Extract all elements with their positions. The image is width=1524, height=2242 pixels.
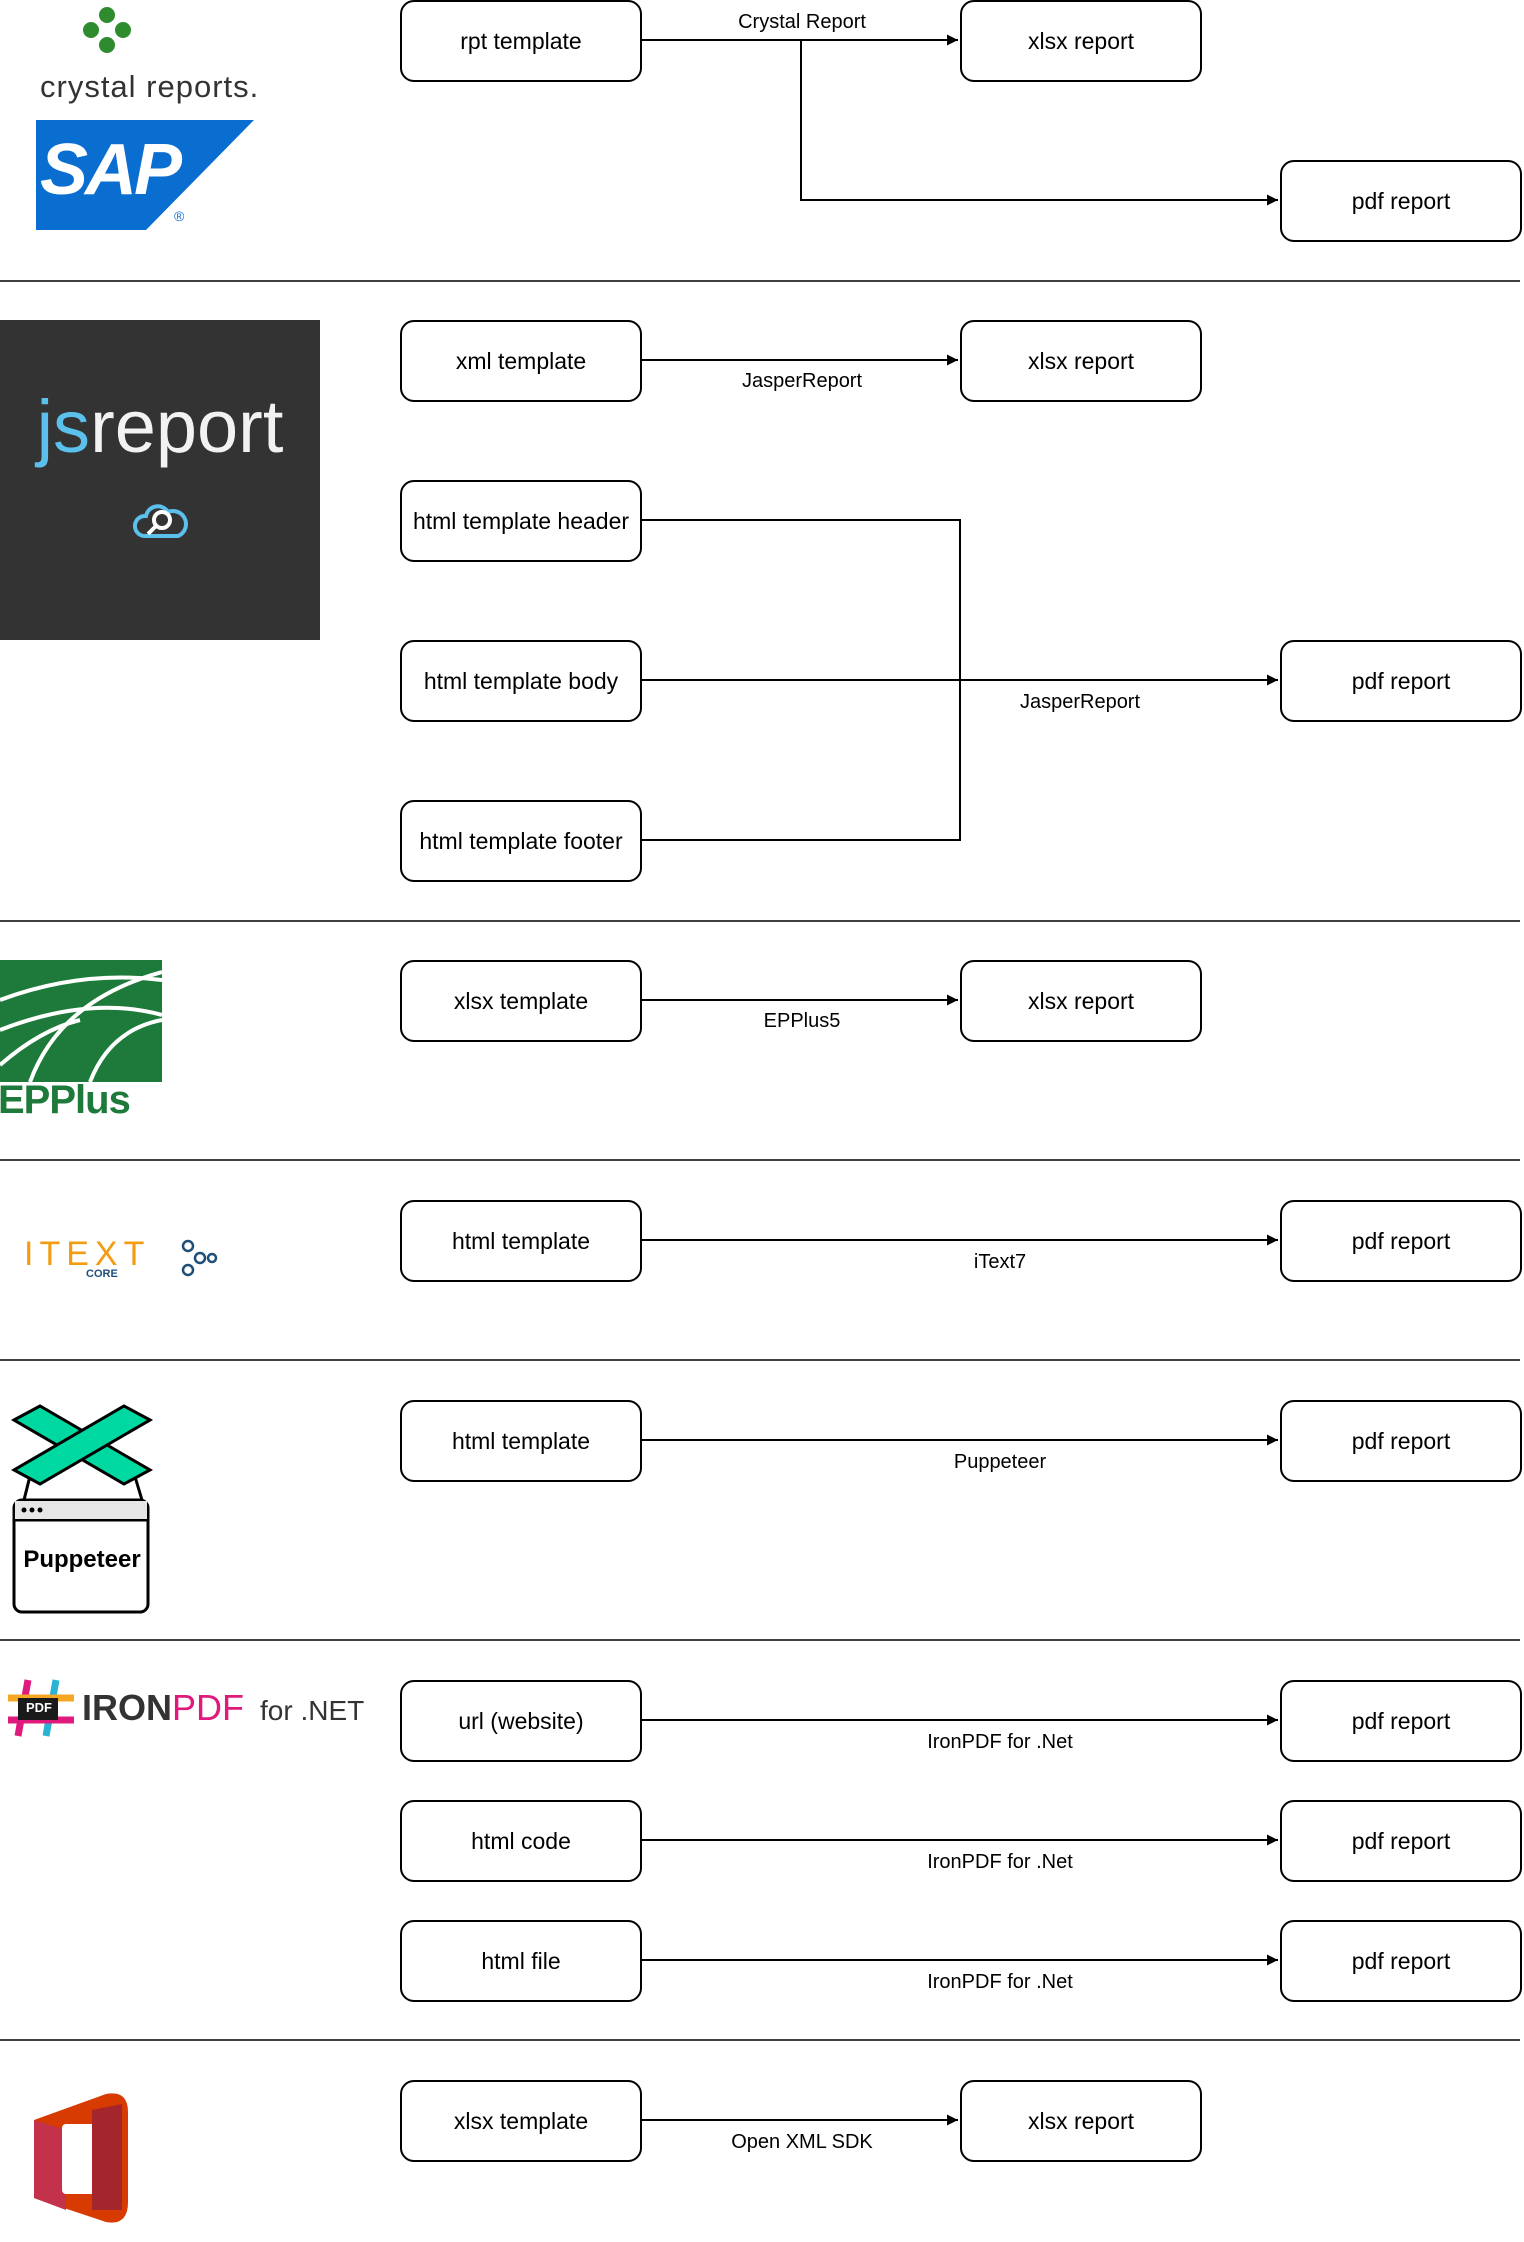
- office-icon: [34, 2093, 128, 2223]
- edge-label-crystal: Crystal Report: [736, 10, 868, 34]
- box-xlsx-report: xlsx report: [960, 320, 1202, 402]
- epplus-logo: EPPlus: [0, 960, 163, 1124]
- crystal-dots-icon: [83, 7, 131, 53]
- box-html-template-footer: html template footer: [400, 800, 642, 882]
- ironpdf-wordmark: IRONPDF for .NET: [82, 1686, 364, 1733]
- jsreport-wordmark-js: js: [36, 385, 91, 468]
- box-pdf-report: pdf report: [1280, 1200, 1522, 1282]
- box-xlsx-report: xlsx report: [960, 2080, 1202, 2162]
- jsreport-logo: jsreport: [0, 320, 320, 640]
- puppeteer-icon: [10, 1404, 154, 1614]
- box-xlsx-template: xlsx template: [400, 960, 642, 1042]
- box-html-template: html template: [400, 1400, 642, 1482]
- ironpdf-hash-icon: [8, 1679, 74, 1737]
- ironpdf-suffix: for .NET: [260, 1695, 365, 1726]
- puppeteer-logo: Puppeteer: [10, 1400, 154, 1616]
- box-pdf-report: pdf report: [1280, 1920, 1522, 2002]
- edge-label-itext: iText7: [971, 1250, 1029, 1274]
- box-pdf-report: pdf report: [1280, 1800, 1522, 1882]
- box-url-website: url (website): [400, 1680, 642, 1762]
- puppeteer-wordmark: Puppeteer: [23, 1546, 141, 1573]
- box-html-template: html template: [400, 1200, 642, 1282]
- epplus-globe-icon: [0, 960, 163, 1083]
- edge-label-epplus: EPPlus5: [761, 1009, 843, 1033]
- itext-wordmark: ITEXT: [24, 1235, 151, 1273]
- itext-nodes-icon: [181, 1239, 218, 1277]
- box-xml-template: xml template: [400, 320, 642, 402]
- box-xlsx-template: xlsx template: [400, 2080, 642, 2162]
- box-xlsx-report: xlsx report: [960, 960, 1202, 1042]
- edges: [642, 34, 1278, 2126]
- edge-label-puppeteer: Puppeteer: [951, 1450, 1049, 1474]
- epplus-wordmark: EPPlus: [0, 1078, 131, 1122]
- sap-registered: ®: [174, 208, 185, 224]
- box-rpt-template: rpt template: [400, 0, 642, 82]
- edge-label-ironpdf-code: IronPDF for .Net: [925, 1850, 1075, 1874]
- box-pdf-report: pdf report: [1280, 1400, 1522, 1482]
- sap-banner-icon: [36, 120, 254, 230]
- box-html-template-header: html template header: [400, 480, 642, 562]
- section-dividers: [0, 280, 1520, 2041]
- edge-label-ironpdf-url: IronPDF for .Net: [925, 1730, 1075, 1754]
- edge-label-jasper-xlsx: JasperReport: [739, 369, 865, 393]
- edge-header-join: [642, 519, 961, 680]
- box-pdf-report: pdf report: [1280, 640, 1522, 722]
- crystal-reports-logo: crystal reports.: [30, 5, 280, 105]
- edge-label-ironpdf-file: IronPDF for .Net: [925, 1970, 1075, 1994]
- crystal-wordmark: crystal reports.: [40, 69, 260, 104]
- box-xlsx-report: xlsx report: [960, 0, 1202, 82]
- ironpdf-wordmark-pdf: PDF: [172, 1687, 244, 1728]
- box-html-file: html file: [400, 1920, 642, 2002]
- edge-rpt-pdf: [800, 40, 1278, 206]
- box-html-template-body: html template body: [400, 640, 642, 722]
- ironpdf-logo: PDF IRONPDF for .NET: [6, 1676, 386, 1740]
- jsreport-wordmark-rest: report: [90, 385, 284, 468]
- jsreport-cloud-icon: [133, 504, 188, 538]
- box-html-code: html code: [400, 1800, 642, 1882]
- itext-sub: CORE: [86, 1268, 118, 1280]
- office-logo: [26, 2090, 136, 2226]
- sap-logo: SAP ®: [36, 120, 256, 230]
- edge-label-jasper-pdf: JasperReport: [1017, 690, 1143, 714]
- ironpdf-wordmark-iron: IRON: [82, 1687, 172, 1728]
- itext-logo: ITEXT CORE: [24, 1236, 224, 1286]
- sap-wordmark: SAP: [40, 130, 182, 210]
- jsreport-wordmark: jsreport: [0, 382, 320, 472]
- box-pdf-report: pdf report: [1280, 1680, 1522, 1762]
- box-pdf-report: pdf report: [1280, 160, 1522, 242]
- edge-label-openxml: Open XML SDK: [729, 2130, 875, 2154]
- ironpdf-badge: PDF: [26, 1700, 52, 1715]
- edge-footer-join: [642, 680, 961, 841]
